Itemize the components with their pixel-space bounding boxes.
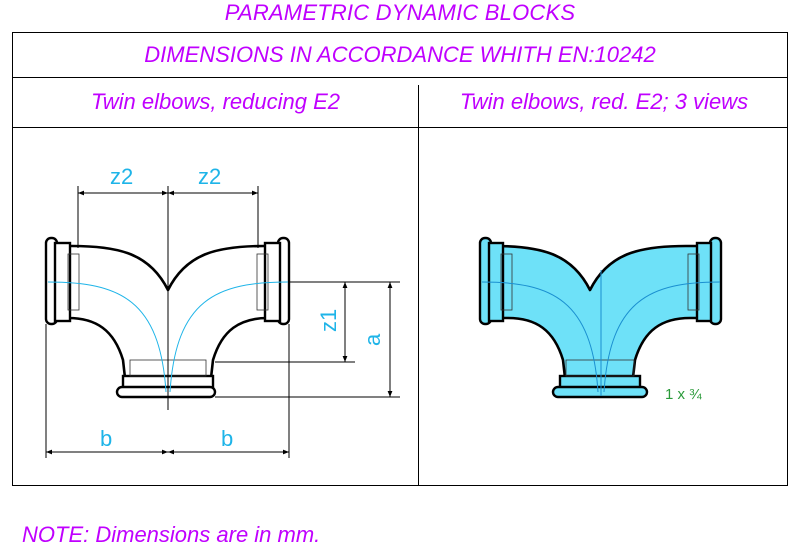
left-thread	[67, 253, 80, 311]
standard-subtitle: DIMENSIONS IN ACCORDANCE WHITH EN:10242	[144, 42, 656, 67]
row-divider-middle	[13, 127, 787, 128]
twin-elbow-filled: 1 x ¾	[478, 236, 723, 403]
dim-z2-right: z2	[198, 164, 221, 189]
filled-center-line-right	[603, 281, 721, 393]
row-divider-top	[13, 77, 787, 78]
dim-z2-left: z2	[110, 164, 133, 189]
table-frame: DIMENSIONS IN ACCORDANCE WHITH EN:10242 …	[12, 32, 788, 486]
twin-elbow-dimensioned: z2 z2 z1 a b b	[44, 164, 400, 458]
column-divider	[418, 85, 419, 485]
dim-a: a	[360, 333, 385, 346]
filled-right-thread	[687, 253, 700, 311]
elbow-body-outline	[66, 244, 278, 380]
filled-bottom-thread	[565, 359, 635, 377]
left-panel-title: Twin elbows, reducing E2	[90, 89, 341, 114]
dim-z1: z1	[316, 309, 341, 332]
right-panel-title: Twin elbows, red. E2; 3 views	[459, 89, 749, 114]
filled-elbow-body	[489, 244, 700, 380]
center-line-left	[47, 281, 167, 393]
dim-b-right: b	[221, 426, 233, 451]
filled-center-line-left	[481, 281, 599, 393]
filled-left-thread	[500, 253, 513, 311]
center-line-right	[169, 281, 289, 393]
size-label: 1 x ¾	[665, 386, 702, 403]
main-title: PARAMETRIC DYNAMIC BLOCKS	[224, 0, 576, 25]
right-thread	[256, 253, 269, 311]
filled-bottom-bead	[551, 385, 649, 399]
dim-b-left: b	[100, 426, 112, 451]
units-note: NOTE: Dimensions are in mm.	[22, 522, 321, 547]
